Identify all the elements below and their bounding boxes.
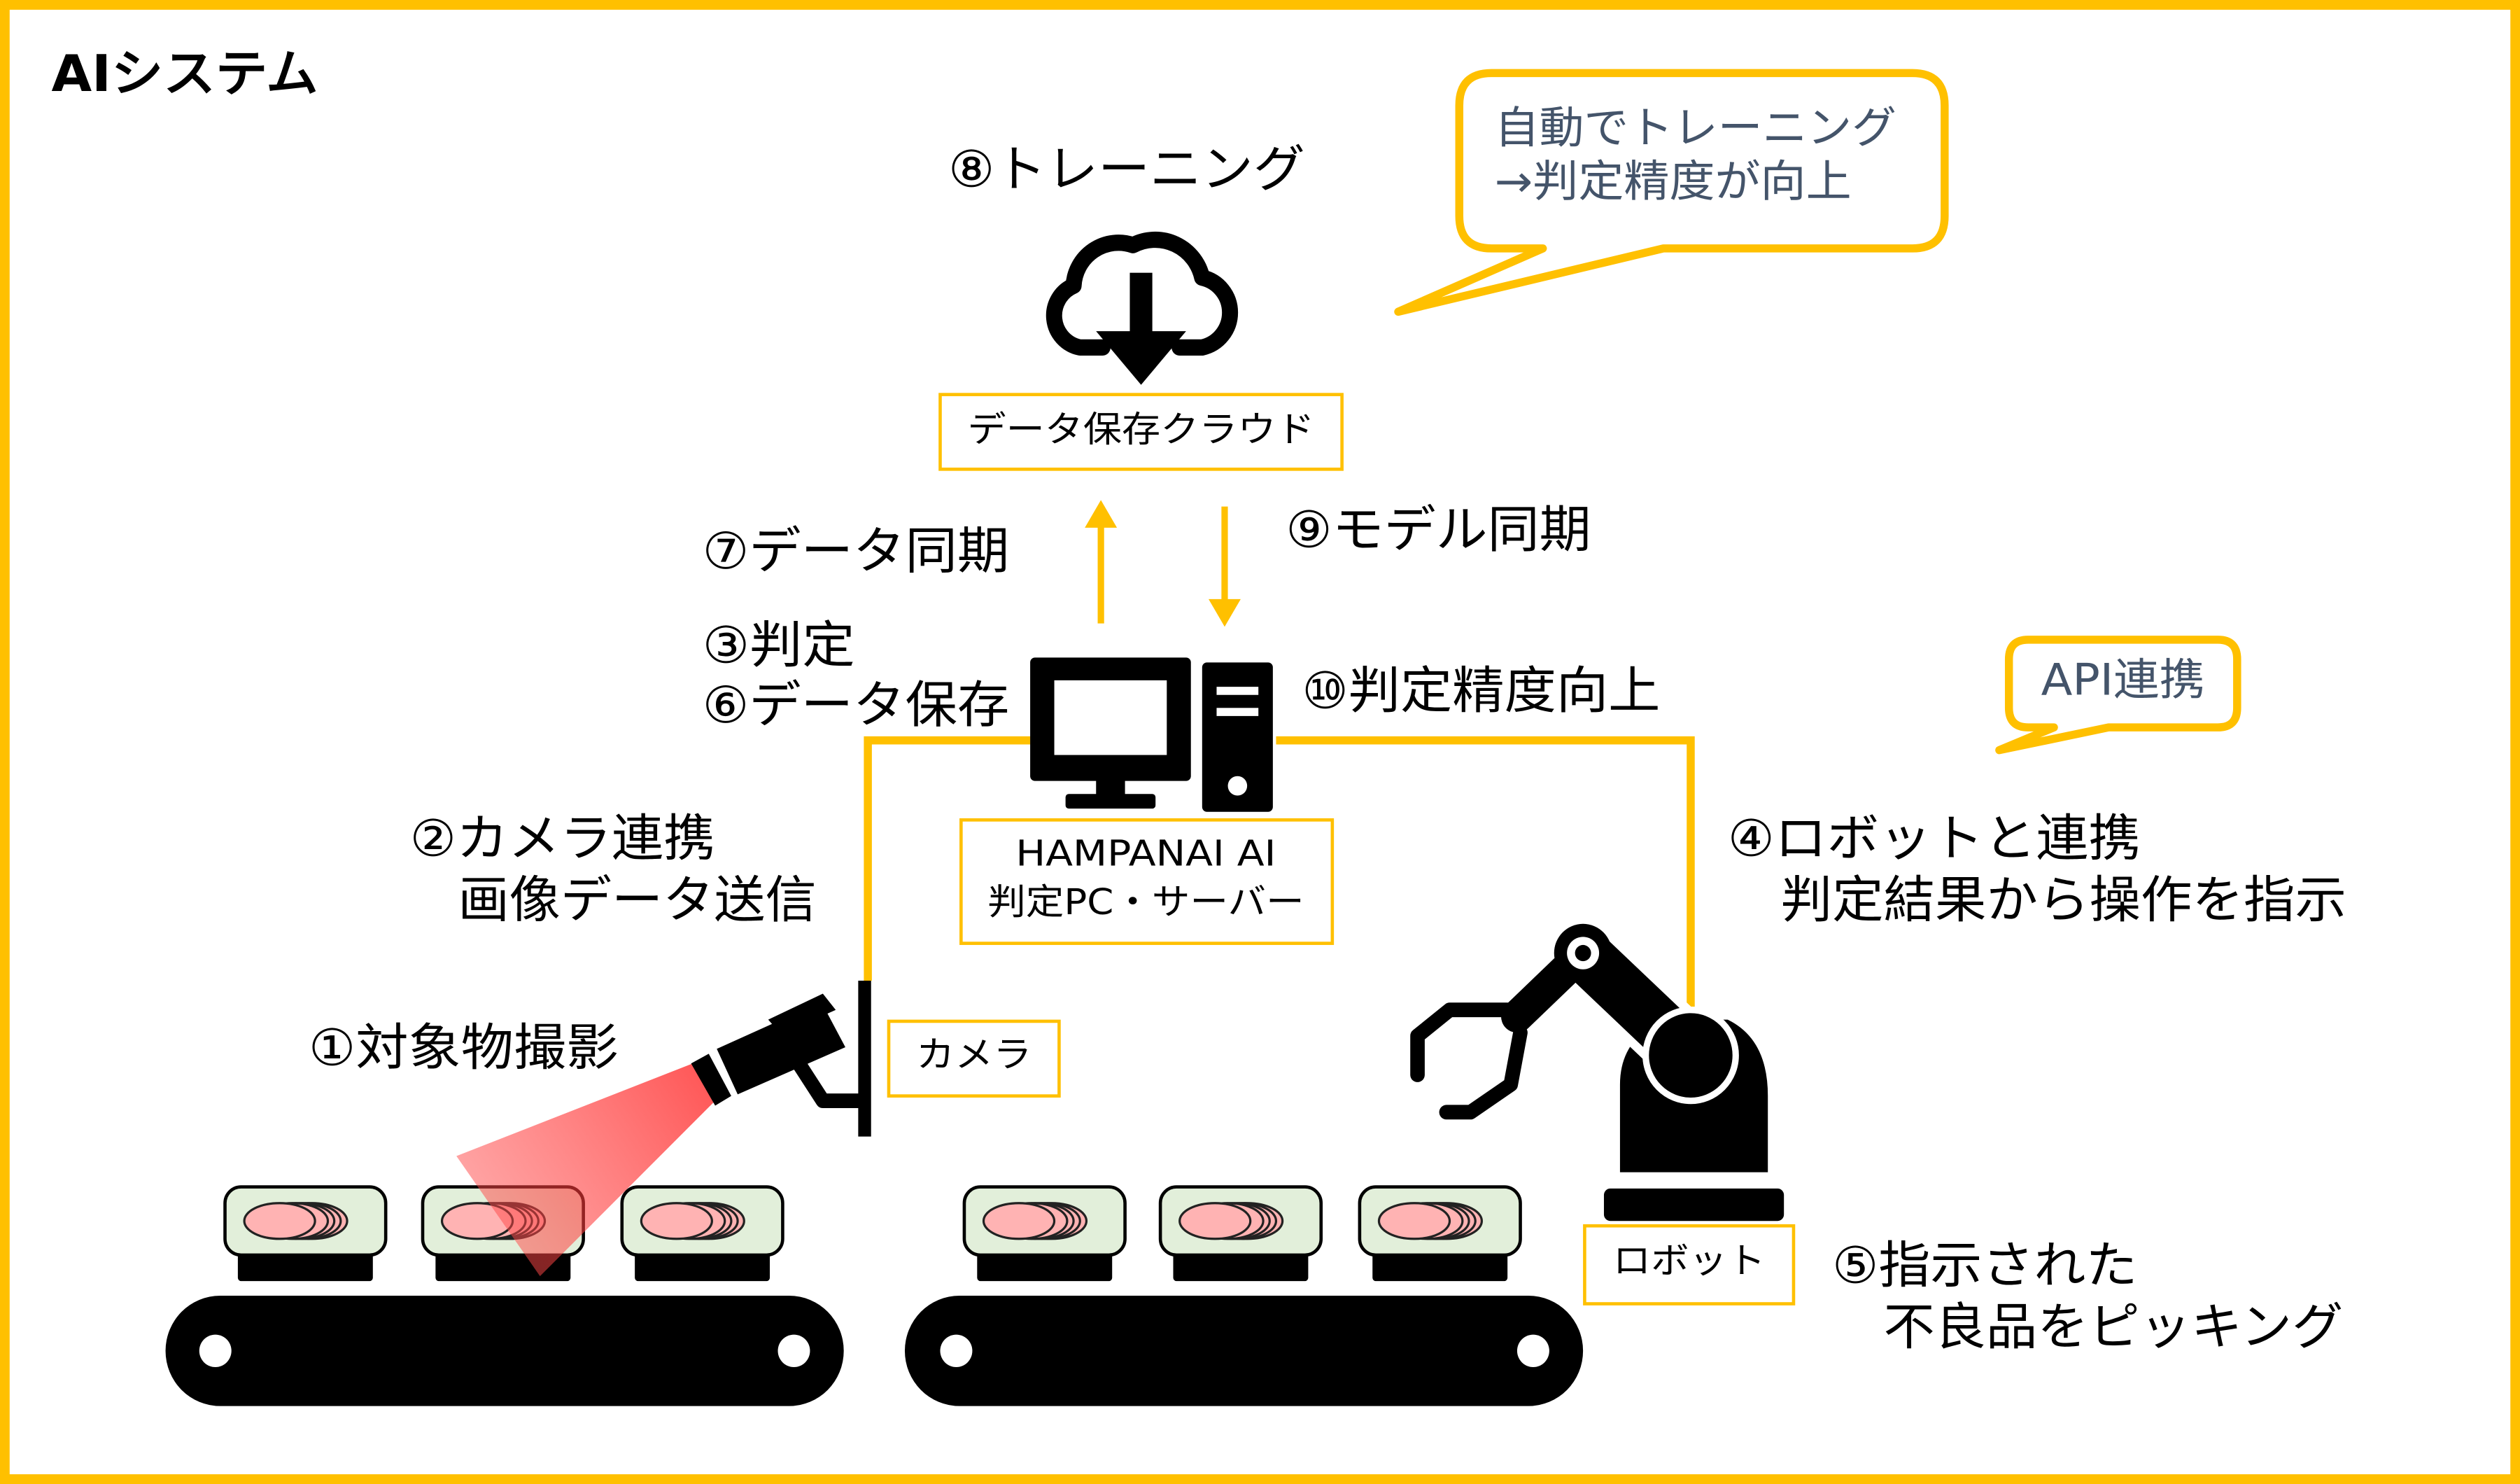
product-item bbox=[622, 1187, 783, 1282]
server-box: HAMPANAI AI 判定PC・サーバー bbox=[959, 818, 1335, 945]
security-camera-icon bbox=[691, 980, 871, 1137]
step-improve-label: ⑩判定精度向上 bbox=[1302, 662, 1660, 720]
step-capture-label: ①対象物撮影 bbox=[309, 1018, 619, 1077]
step-training-label: ⑧トレーニング bbox=[948, 140, 1305, 198]
model-sync-label: ⑨モデル同期 bbox=[1286, 500, 1591, 559]
step-save-label: ⑥データ保存 bbox=[703, 676, 1010, 734]
product-item bbox=[964, 1187, 1125, 1282]
cloud-storage-label: データ保存クラウド bbox=[968, 409, 1315, 450]
pc-tower-icon bbox=[1202, 662, 1273, 812]
camera-capture-beam bbox=[456, 1063, 719, 1277]
camera-label: カメラ bbox=[916, 1034, 1032, 1075]
product-item bbox=[225, 1187, 386, 1282]
robot-box: ロボット bbox=[1583, 1224, 1796, 1306]
step-robot-link-line1: ④ロボットと連携 bbox=[1728, 809, 2141, 867]
conveyor-belt-right bbox=[904, 1295, 1584, 1406]
robot-label: ロボット bbox=[1613, 1240, 1766, 1281]
api-callout-label: API連携 bbox=[2041, 654, 2205, 705]
camera-connection-line bbox=[864, 736, 1031, 981]
step-pick-line2: 不良品をピッキング bbox=[1884, 1298, 2344, 1356]
server-label-line1: HAMPANAI AI bbox=[1015, 832, 1276, 874]
monitor-icon bbox=[1030, 657, 1191, 809]
robot-connection-line bbox=[1276, 736, 1695, 1007]
cloud-download-icon bbox=[1046, 231, 1239, 385]
server-label-line2: 判定PC・サーバー bbox=[987, 881, 1304, 923]
training-callout: 自動でトレーニング →判定精度が向上 bbox=[1394, 69, 1949, 316]
training-callout-line1: 自動でトレーニング bbox=[1495, 102, 1896, 153]
api-callout: API連携 bbox=[1995, 636, 2241, 755]
step-judge-label: ③判定 bbox=[703, 616, 855, 674]
cloud-storage-box: データ保存クラウド bbox=[938, 393, 1344, 471]
model-sync-arrow-down bbox=[1209, 506, 1241, 627]
step-pick-line1: ⑤指示された bbox=[1832, 1236, 2137, 1294]
step-robot-link-line2: 判定結果から操作を指示 bbox=[1781, 871, 2346, 929]
data-sync-arrow-up bbox=[1085, 500, 1118, 624]
camera-box: カメラ bbox=[887, 1019, 1061, 1098]
data-sync-label: ⑦データ同期 bbox=[703, 522, 1010, 580]
training-callout-line2: →判定精度が向上 bbox=[1495, 155, 1852, 206]
page-title: AIシステム bbox=[51, 45, 318, 103]
product-item bbox=[1360, 1187, 1521, 1282]
step-camera-link-line1: ②カメラ連携 bbox=[410, 809, 715, 867]
robot-arm-icon bbox=[1410, 917, 1785, 1222]
conveyor-belt-left bbox=[165, 1295, 844, 1406]
product-item bbox=[1160, 1187, 1321, 1282]
step-camera-link-line2: 画像データ送信 bbox=[458, 871, 817, 929]
